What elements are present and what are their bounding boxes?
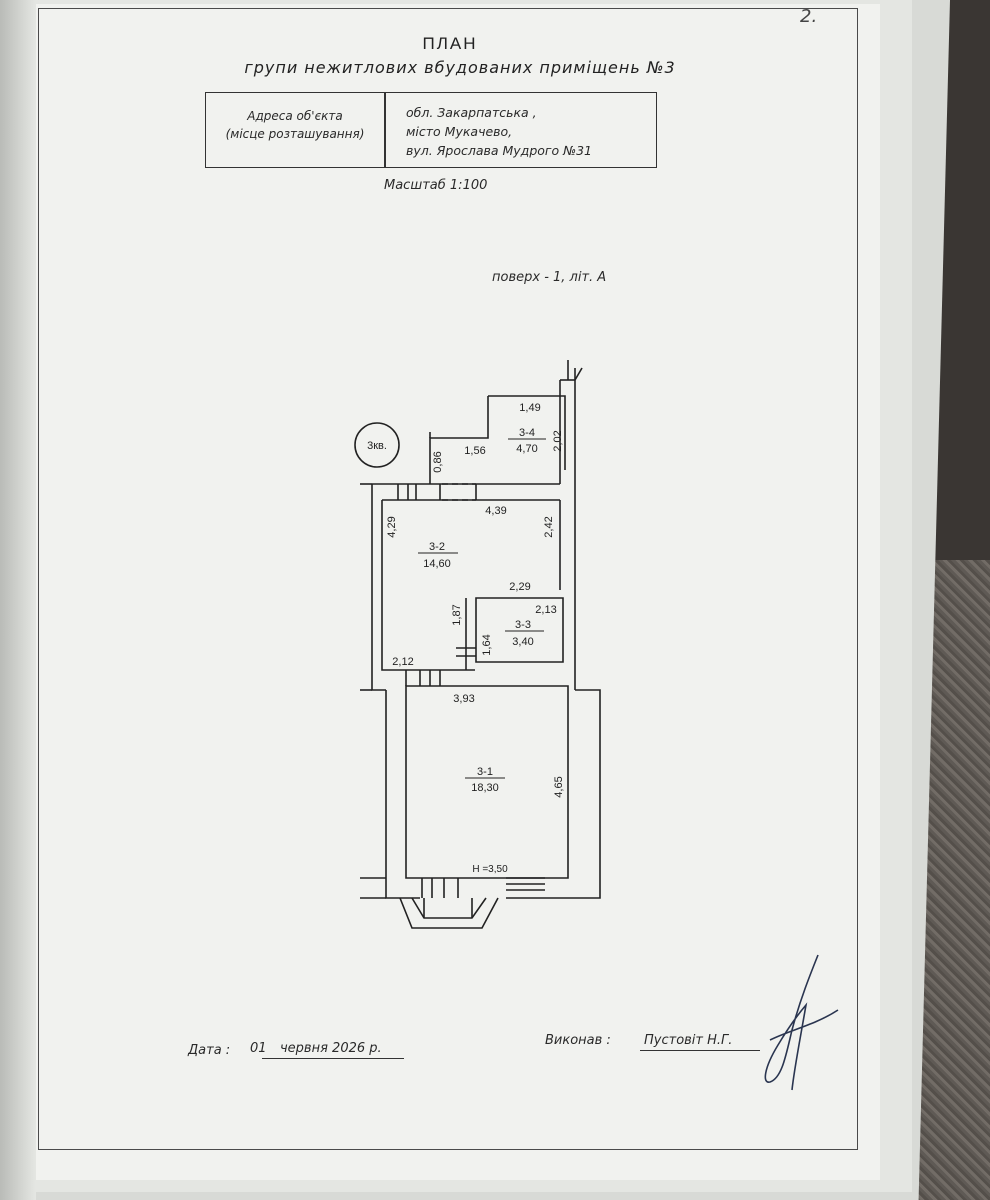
performer-underline — [640, 1050, 760, 1051]
room-area: 14,60 — [423, 558, 451, 570]
room-id: 3-1 — [477, 766, 493, 778]
room-3-2-wall — [381, 500, 475, 671]
wall-outer-left — [371, 484, 386, 691]
address-table-divider — [384, 93, 386, 167]
room-area: 3,40 — [512, 636, 533, 648]
ceiling-height-mark: H =3,50 — [472, 864, 508, 875]
page-corner-number: 2. — [800, 6, 818, 27]
room-3-4-wall — [488, 395, 566, 470]
dimension-label: 2,02 — [552, 430, 564, 451]
door-opening — [456, 647, 476, 657]
performer-label: Виконав : — [545, 1033, 611, 1048]
address-region: обл. Закарпатська , — [406, 105, 537, 120]
door-opening — [397, 484, 417, 500]
dimension-label: 2,42 — [543, 516, 555, 537]
document-title: ПЛАН — [422, 34, 478, 53]
performer-name: Пустовіт Н.Г. — [644, 1033, 733, 1048]
floor-label: поверх - 1, літ. А — [492, 270, 607, 285]
room-3-4-inner-wall — [429, 396, 489, 484]
address-street: вул. Ярослава Мудрого №31 — [406, 143, 592, 158]
room-id: 3-3 — [515, 619, 531, 631]
dimension-label: 1,64 — [481, 634, 493, 655]
dimension-label: 0,86 — [432, 451, 444, 472]
wall-outer-lower-right — [545, 689, 601, 899]
document-frame — [38, 8, 858, 1150]
entrance-bay — [399, 897, 499, 929]
dimension-label: 4,29 — [386, 516, 398, 537]
document-sheet — [0, 4, 880, 1180]
door-opening — [439, 484, 477, 500]
scale-label: Масштаб 1:100 — [384, 178, 488, 193]
wall-break — [574, 367, 583, 381]
dimension-label: 1,87 — [451, 604, 463, 625]
apartment-mark-circle — [354, 422, 400, 468]
room-3-1-walls — [405, 685, 569, 879]
dimension-label: 2,29 — [509, 581, 530, 593]
dimension-label: 2,13 — [535, 604, 556, 616]
date-underline — [262, 1058, 404, 1059]
date-day: 01 — [250, 1041, 267, 1056]
dimension-label: 2,12 — [392, 656, 413, 668]
room-id: 3-2 — [429, 541, 445, 553]
address-label-line: (місце розташування) — [225, 127, 365, 141]
address-city: місто Мукачево, — [406, 124, 513, 139]
date-month-year: червня 2026 р. — [280, 1041, 382, 1056]
document-subtitle: групи нежитлових вбудованих приміщень №3 — [244, 58, 676, 77]
room-3-3-walls — [475, 597, 564, 663]
entrance-bay-inner — [411, 897, 487, 919]
binding-shadow — [0, 0, 36, 1200]
address-table: Адреса об'єкта (місце розташування) обл.… — [205, 92, 657, 168]
address-label: Адреса об'єкта (місце розташування) — [206, 107, 384, 143]
dimension-label: 1,56 — [464, 445, 485, 457]
dimension-label: 3,93 — [453, 693, 474, 705]
room-area: 18,30 — [471, 782, 499, 794]
room-area: 4,70 — [516, 443, 537, 455]
apartment-mark: 3кв. — [367, 440, 387, 452]
dimension-label: 1,49 — [519, 402, 540, 414]
door-opening — [405, 670, 441, 686]
entrance-steps — [506, 877, 545, 899]
room-id: 3-4 — [519, 427, 535, 439]
dimension-label: 4,39 — [485, 505, 506, 517]
window-marking — [421, 878, 459, 898]
address-value: обл. Закарпатська , місто Мукачево, вул.… — [406, 103, 592, 160]
date-label: Дата : — [188, 1043, 231, 1058]
wall-outer-lower-left — [385, 690, 420, 899]
dimension-label: 4,65 — [553, 776, 565, 797]
address-label-line: Адреса об'єкта — [247, 109, 343, 123]
entrance-bay-jamb — [423, 898, 473, 918]
